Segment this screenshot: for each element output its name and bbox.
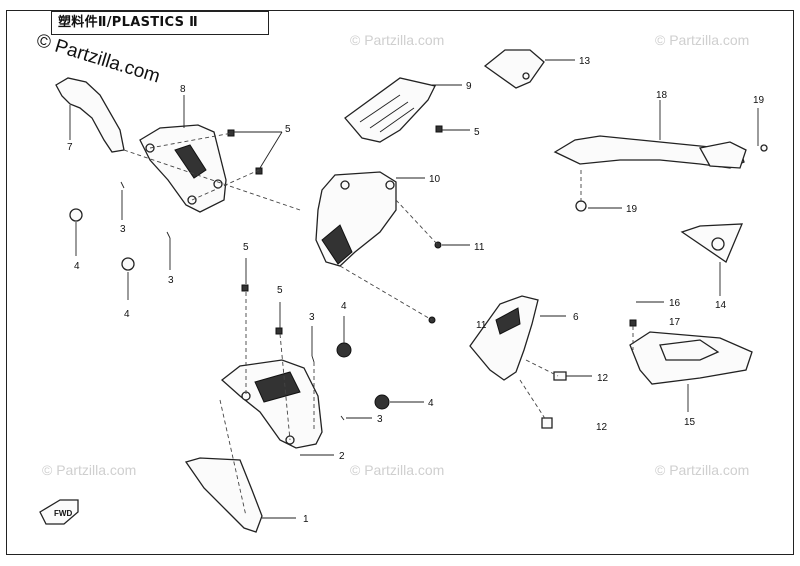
callout-19: 19 bbox=[753, 95, 765, 106]
callout-5: 5 bbox=[243, 242, 249, 253]
callout-5: 5 bbox=[474, 127, 480, 138]
callout-13: 13 bbox=[579, 56, 591, 67]
callout-3: 3 bbox=[168, 275, 174, 286]
callout-19: 19 bbox=[626, 204, 638, 215]
callout-3: 3 bbox=[377, 414, 383, 425]
drawing-frame bbox=[6, 10, 794, 555]
callout-11: 11 bbox=[476, 320, 487, 331]
callout-18: 18 bbox=[656, 90, 668, 101]
callout-6: 6 bbox=[573, 312, 579, 323]
callout-5: 5 bbox=[277, 285, 283, 296]
callout-4: 4 bbox=[74, 261, 80, 272]
watermark: © Partzilla.com bbox=[350, 462, 444, 478]
diagram-title: 塑料件Ⅱ/PLASTICS Ⅱ bbox=[51, 11, 269, 35]
part-10-shield bbox=[315, 171, 425, 267]
callout-15: 15 bbox=[684, 417, 696, 428]
callout-1: 1 bbox=[303, 514, 309, 525]
callout-7: 7 bbox=[67, 142, 73, 153]
watermark: © Partzilla.com bbox=[655, 32, 749, 48]
callout-4: 4 bbox=[428, 398, 434, 409]
part-13-small-cover bbox=[483, 49, 575, 89]
watermark: © Partzilla.com bbox=[655, 462, 749, 478]
callout-5: 5 bbox=[285, 124, 291, 135]
callouts: 1 2 3 3 3 3 4 4 4 4 5 5 5 5 6 7 8 9 10 1… bbox=[67, 56, 765, 525]
callout-11: 11 bbox=[474, 242, 485, 253]
callout-4: 4 bbox=[341, 301, 347, 312]
leader-lines bbox=[75, 108, 759, 517]
watermark: © Partzilla.com bbox=[350, 32, 444, 48]
callout-8: 8 bbox=[180, 84, 186, 95]
fwd-arrow: FWD bbox=[39, 499, 79, 525]
callout-9: 9 bbox=[466, 81, 472, 92]
callout-14: 14 bbox=[715, 300, 727, 311]
callout-3: 3 bbox=[309, 312, 315, 323]
callout-12: 12 bbox=[597, 373, 609, 384]
part-15-housing bbox=[629, 331, 753, 412]
part-7-bracket bbox=[55, 77, 125, 153]
part-2-front-panel bbox=[220, 359, 334, 456]
fwd-label: FWD bbox=[54, 509, 72, 518]
watermark: © Partzilla.com bbox=[42, 462, 136, 478]
callout-16: 16 bbox=[669, 298, 681, 309]
callout-3: 3 bbox=[120, 224, 126, 235]
part-9-cover bbox=[344, 77, 462, 143]
callout-10: 10 bbox=[429, 174, 441, 185]
part-14-triangle-plate bbox=[680, 223, 743, 296]
callout-12: 12 bbox=[596, 422, 608, 433]
callout-2: 2 bbox=[339, 451, 345, 462]
part-6-bracket bbox=[469, 295, 566, 381]
callout-17: 17 bbox=[669, 317, 681, 328]
callout-4: 4 bbox=[124, 309, 130, 320]
watermarks: © Partzilla.com © Partzilla.com © Partzi… bbox=[42, 32, 749, 478]
part-18-long-panel bbox=[553, 100, 747, 169]
part-1-lower-panel bbox=[184, 457, 296, 533]
part-8-side-panel bbox=[139, 95, 227, 213]
